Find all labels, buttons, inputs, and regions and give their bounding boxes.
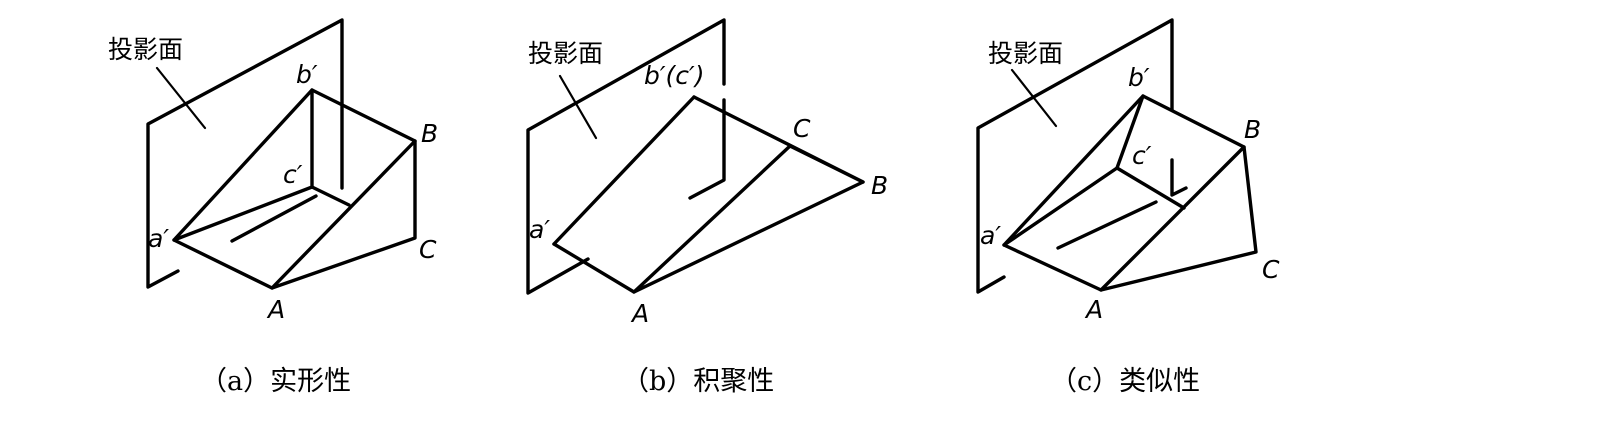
plane-leader-a [155,66,207,130]
point-label-a-proj-a: a′ [148,224,169,253]
caption-b: （b）积聚性 [622,366,774,397]
point-label-A-b: A [630,299,649,328]
point-label-c-proj-a: c′ [283,160,303,189]
point-label-bc-proj-b: b′(c′) [644,61,704,90]
plane-leader-b [558,74,598,140]
panel-b: 投影面 b′(c′) a′ C B A （b）积聚性 [526,18,888,397]
point-label-C-a: C [419,235,437,264]
point-label-A-c: A [1084,295,1103,324]
plane-leader-c [1010,68,1058,128]
projection-plane-b [526,18,726,295]
point-label-C-c: C [1262,255,1280,284]
panel-c: 投影面 b′ c′ a′ B C A （c）类似性 [976,18,1280,397]
point-label-b-proj-c: b′ [1128,63,1150,92]
object-triangle-c [1099,145,1258,292]
projection-triangle-c [1002,94,1145,247]
caption-c: （c）类似性 [1050,366,1200,397]
projectors-b [552,95,865,294]
point-label-B-a: B [421,119,438,148]
point-label-c-proj-c: c′ [1132,141,1152,170]
projection-plane-c [976,18,1188,294]
point-label-B-c: B [1244,115,1261,144]
panel-a: 投影面 b′ c′ a′ B C A （a）实形性 [108,18,438,397]
projection-triangle-a [172,88,314,242]
point-label-a-proj-b: a′ [529,215,550,244]
point-label-B-b: B [871,171,888,200]
point-label-C-b: C [793,114,811,143]
point-label-b-proj-a: b′ [296,60,318,89]
caption-a: （a）实形性 [200,366,351,397]
plane-label-c: 投影面 [988,39,1063,68]
point-label-a-proj-c: a′ [980,221,1001,250]
plane-label-b: 投影面 [528,39,603,68]
plane-label-a: 投影面 [108,35,183,64]
projection-line-b [552,95,696,246]
projectors-c [1002,94,1246,292]
object-triangle-b [632,144,865,294]
projection-plane-a [146,18,344,289]
object-triangle-a [270,139,417,290]
point-label-A-a: A [266,295,285,324]
projectors-a [172,88,417,290]
